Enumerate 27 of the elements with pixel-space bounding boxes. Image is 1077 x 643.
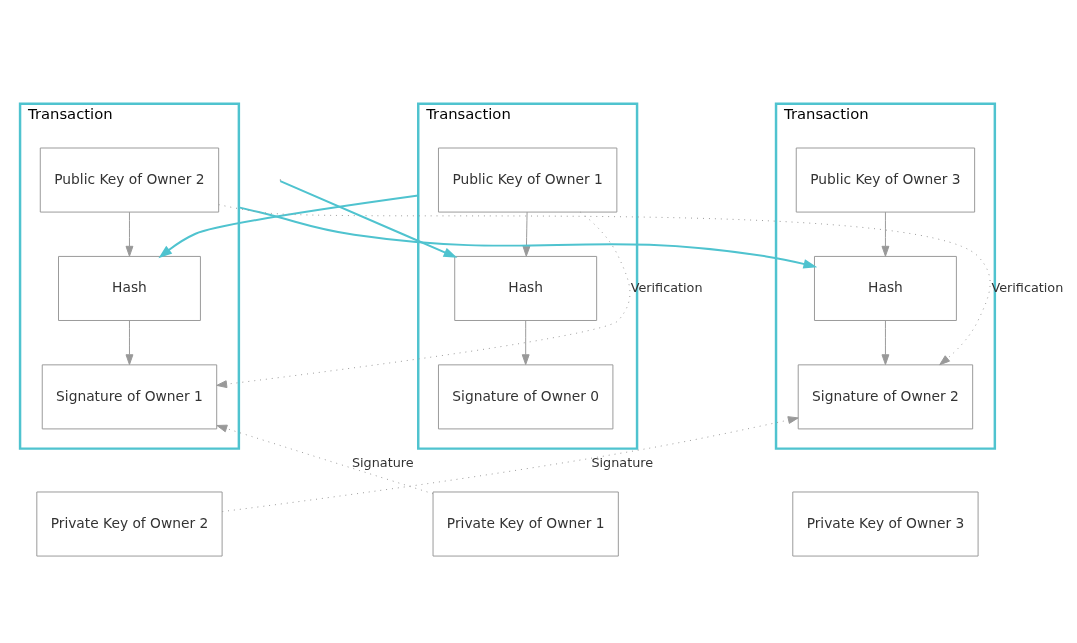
node-box: Public Key of Owner 3 xyxy=(795,147,976,213)
arrow xyxy=(237,206,818,269)
arrow xyxy=(221,416,799,513)
edge-label: Signature xyxy=(351,454,414,470)
node-box: Signature of Owner 0 xyxy=(437,364,614,430)
arrow xyxy=(521,320,530,366)
node-box: Hash xyxy=(58,255,201,321)
node-box: Public Key of Owner 1 xyxy=(437,147,618,213)
node-box: Private Key of Owner 1 xyxy=(432,491,619,557)
arrow xyxy=(216,211,631,389)
arrow xyxy=(881,320,890,366)
arrow xyxy=(881,211,890,257)
node-box: Hash xyxy=(813,255,957,321)
edge-label: Signature xyxy=(591,454,654,470)
arrow xyxy=(522,211,531,257)
arrow xyxy=(218,204,991,366)
node-box: Private Key of Owner 2 xyxy=(36,491,223,557)
node-box: Signature of Owner 1 xyxy=(41,364,218,430)
node-box: Public Key of Owner 2 xyxy=(39,147,220,213)
arrow xyxy=(158,194,420,259)
node-box: Signature of Owner 2 xyxy=(797,364,974,430)
arrow xyxy=(216,424,434,495)
arrow xyxy=(125,320,134,366)
arrow xyxy=(125,211,134,257)
node-box: Private Key of Owner 3 xyxy=(792,491,979,557)
arrow xyxy=(279,180,458,258)
node-box: Hash xyxy=(454,255,598,321)
